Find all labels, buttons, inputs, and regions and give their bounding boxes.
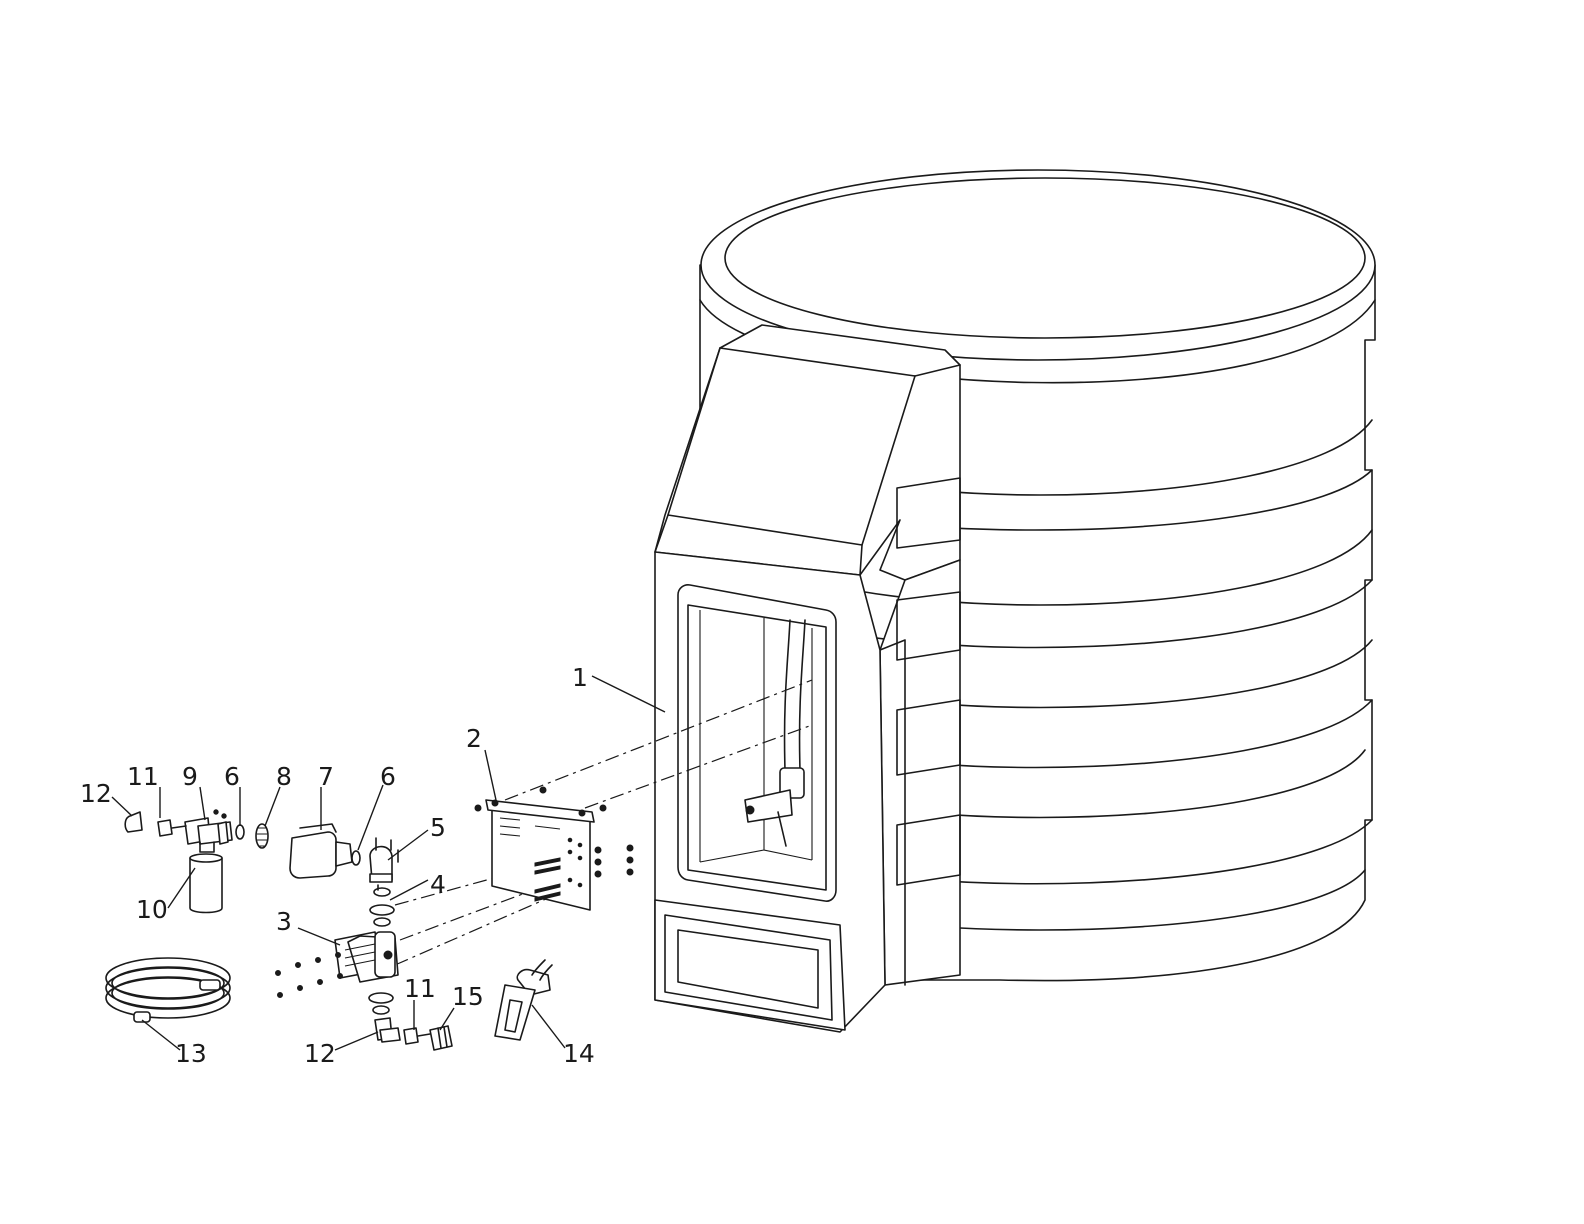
elbow-fitting [369, 837, 399, 891]
flow-meter [289, 823, 353, 879]
callout-5: 5 [430, 813, 446, 842]
callout-3: 3 [276, 907, 292, 936]
callout-12b: 12 [304, 1039, 336, 1068]
pump [275, 931, 399, 998]
callout-8: 8 [276, 762, 292, 791]
strainer [255, 823, 269, 849]
filter-cartridge [189, 853, 223, 914]
callout-7: 7 [318, 762, 334, 791]
leader-lines [111, 675, 666, 1051]
callout-9: 9 [182, 762, 198, 791]
callout-2: 2 [466, 724, 482, 753]
mounting-plate [474, 786, 634, 911]
callout-11b: 11 [404, 974, 436, 1003]
callout-15: 15 [452, 982, 484, 1011]
hose-coil [105, 957, 231, 1023]
o-rings [235, 824, 361, 866]
dispenser-cabinet [654, 324, 961, 1033]
filter-head [124, 809, 233, 853]
callout-6a: 6 [224, 762, 240, 791]
callout-10: 10 [136, 895, 168, 924]
callout-6b: 6 [380, 762, 396, 791]
callout-12a: 12 [80, 779, 112, 808]
callout-1: 1 [572, 663, 588, 692]
callout-11a: 11 [127, 762, 159, 791]
callout-labels: 1 2 3 4 5 6 6 7 8 9 10 11 11 12 12 13 14… [80, 663, 595, 1068]
callout-4: 4 [430, 870, 446, 899]
callout-14: 14 [563, 1039, 595, 1068]
gaskets [368, 887, 395, 1015]
fuel-nozzle [494, 959, 553, 1041]
callout-13: 13 [175, 1039, 207, 1068]
